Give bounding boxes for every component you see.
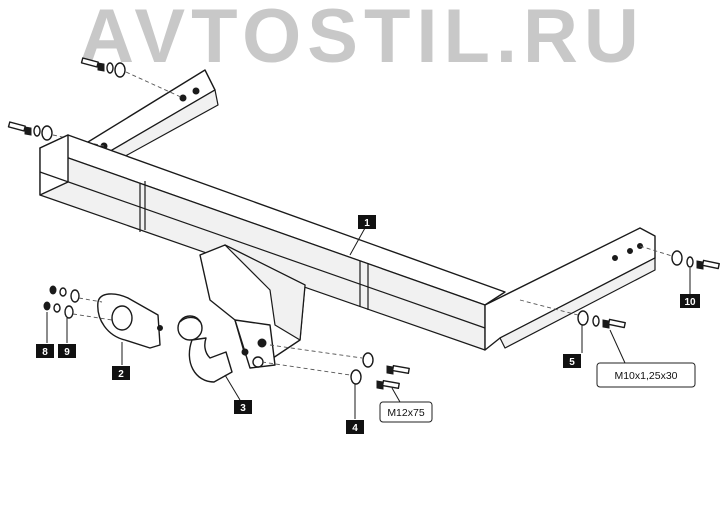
center-bolt-set (261, 344, 410, 419)
callout-8: 8 (36, 344, 54, 358)
callout-10: 10 (680, 294, 700, 308)
main-crossbar (39, 134, 506, 351)
small-fastener-set (43, 285, 113, 343)
label-bolt-small: M10x1,25x30 (596, 362, 696, 388)
svg-text:8: 8 (42, 347, 48, 358)
svg-text:4: 4 (352, 423, 358, 434)
svg-text:3: 3 (240, 403, 246, 414)
socket-mounting-plate (97, 293, 163, 365)
towball (177, 315, 233, 383)
svg-text:M10x1,25x30: M10x1,25x30 (614, 370, 677, 382)
center-mounting-bracket (199, 244, 306, 369)
right-side-bracket (484, 227, 656, 351)
lower-right-bolt-set (519, 299, 626, 353)
callout-3: 3 (234, 400, 252, 414)
leader-bolt-small (609, 329, 626, 364)
svg-text:1: 1 (364, 218, 370, 229)
leader-part-3 (224, 374, 241, 401)
svg-text:5: 5 (569, 357, 575, 368)
upper-left-bolt-set (80, 57, 184, 99)
callout-4: 4 (346, 420, 364, 434)
svg-text:M12x75: M12x75 (387, 407, 425, 419)
label-bolt-large: M12x75 (379, 401, 433, 423)
leader-part-1 (349, 227, 366, 256)
callout-1: 1 (358, 215, 376, 229)
callout-5: 5 (563, 354, 581, 368)
callout-2: 2 (112, 366, 130, 380)
svg-text:10: 10 (684, 297, 696, 308)
svg-text:9: 9 (64, 347, 70, 358)
callout-9: 9 (58, 344, 76, 358)
right-bolt-set (639, 245, 720, 294)
watermark-text: AVTOSTIL.RU (79, 0, 645, 79)
svg-text:2: 2 (118, 369, 124, 380)
